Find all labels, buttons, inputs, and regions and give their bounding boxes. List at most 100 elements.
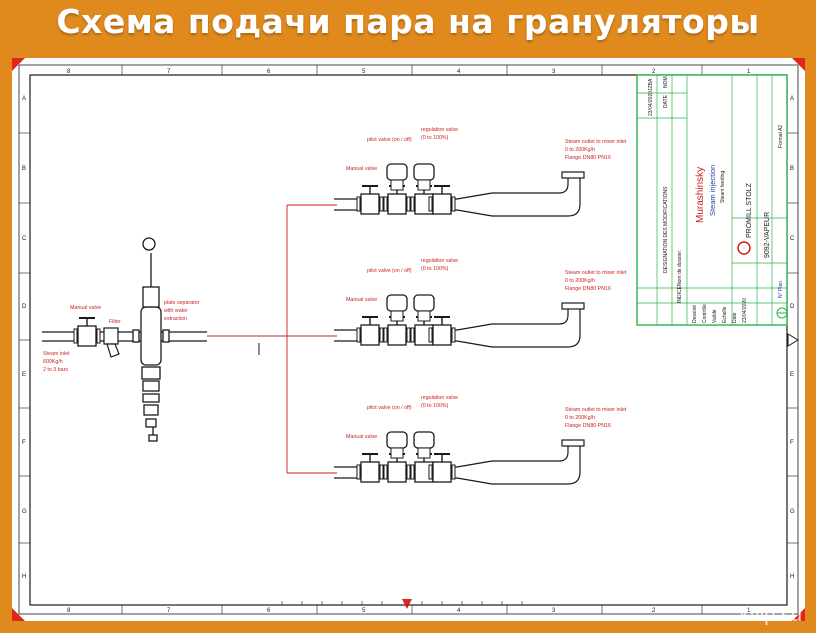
revision-index: A: [648, 78, 654, 82]
format-label: Format A2: [778, 125, 784, 148]
col-label-bottom: 8: [67, 608, 71, 614]
checked-label: Contrôlé: [702, 304, 708, 323]
center-marker-right: [787, 333, 799, 347]
regulation-valve-label: regulation valve: [421, 258, 458, 264]
revision-date: 23/04/2020: [648, 91, 654, 116]
column-ticks: [121, 65, 703, 614]
col-label-top: 1: [747, 69, 751, 75]
plan-label: N° Plan: [778, 281, 784, 298]
drawing-sheet: 8 7 6 5 4 3 2 1 8 7 6 5 4 3 2 1 A B: [12, 58, 805, 621]
steam-outlet-flow: 0 to 200Kg/h: [565, 147, 595, 153]
row-label-left: H: [22, 574, 26, 580]
row-label-right: B: [790, 166, 794, 172]
steam-inlet-pressure: 2 to 3 bars: [43, 367, 68, 373]
col-label-bottom: 5: [362, 608, 366, 614]
col-label-top: 3: [552, 69, 556, 75]
row-label-right: E: [790, 372, 794, 378]
index-header: INDICE: [677, 285, 683, 303]
steam-outlet-flange: Flange DN80 PN16: [565, 286, 611, 292]
inlet-manual-valve: [73, 317, 101, 347]
date-header: DATE: [663, 94, 669, 108]
col-label-bottom: 6: [267, 608, 271, 614]
pilot-valve-label: pilot valve (on / off): [367, 405, 412, 411]
row-label-right: C: [790, 236, 795, 242]
steam-outlet-label: Steam outlet to mixer inlet: [565, 139, 627, 145]
validated-label: Validé: [712, 309, 718, 323]
inlet-filter: [103, 327, 120, 358]
steam-branch-1: Manual valve pilot valve (on / off) regu…: [334, 127, 627, 217]
col-label-top: 2: [652, 69, 656, 75]
row-label-left: E: [22, 372, 26, 378]
name-header: NOM: [663, 76, 669, 88]
client-name: Murashinsky: [695, 167, 706, 223]
regulation-range-label: (0 to 100%): [421, 135, 449, 141]
col-label-top: 4: [457, 69, 461, 75]
projection-symbol-icon: [776, 307, 788, 319]
steam-branch-3: Manual valve pilot valve (on / off) regu…: [334, 395, 627, 485]
row-label-left: C: [22, 236, 27, 242]
regulation-range-label: (0 to 100%): [421, 403, 449, 409]
date-label: Date: [732, 312, 738, 323]
manual-valve-label: Manual valve: [346, 434, 377, 440]
row-label-right: F: [790, 440, 794, 446]
corner-marker-top-left: [12, 58, 25, 71]
row-label-left: G: [22, 509, 27, 515]
separator-label-1: plate separator: [164, 300, 200, 306]
row-label-right: H: [790, 574, 794, 580]
row-label-right: D: [790, 304, 795, 310]
corner-marker-bottom-left: [12, 608, 25, 621]
col-label-bottom: 3: [552, 608, 556, 614]
separator-label-3: extraction: [164, 316, 187, 322]
row-ticks: [19, 132, 798, 544]
main-steam-line: [42, 331, 207, 342]
manual-valve-label: Manual valve: [346, 297, 377, 303]
filter-label: Filter: [109, 319, 121, 325]
scale-bar: [272, 601, 532, 606]
page-title: Схема подачи пара на грануляторы: [56, 2, 760, 41]
steam-outlet-label: Steam outlet to mixer inlet: [565, 270, 627, 276]
row-label-left: B: [22, 166, 26, 172]
project-subtitle: Steam feeding: [720, 171, 726, 203]
col-label-bottom: 7: [167, 608, 171, 614]
drawn-label: Dessiné: [692, 305, 698, 323]
pilot-valve-label: pilot valve (on / off): [367, 268, 412, 274]
inlet-manual-valve-label: Manual valve: [70, 305, 101, 311]
corner-marker-top-right: [792, 58, 805, 71]
row-label-right: A: [790, 96, 794, 102]
pilot-valve-label: pilot valve (on / off): [367, 137, 412, 143]
company-name: PROMILL STOLZ: [746, 182, 753, 238]
col-label-top: 8: [67, 69, 71, 75]
corner-marker-bottom-right: [792, 608, 805, 621]
header-distribution: [286, 204, 337, 474]
center-marker-bottom: [402, 599, 412, 609]
regulation-valve-label: regulation valve: [421, 395, 458, 401]
folder-name-label: Nom de dossier:: [677, 250, 683, 286]
title-block: DESIGNATION DES MODIFICATIONS DATE NOM I…: [636, 74, 788, 326]
title-block-date: 23/04/2020: [742, 298, 748, 323]
separator-label-2: with water: [164, 308, 188, 314]
row-label-right: G: [790, 509, 795, 515]
steam-inlet-label: Steam inlet: [43, 351, 70, 357]
steam-branch-2: Manual valve pilot valve (on / off) regu…: [334, 258, 627, 348]
steam-outlet-flow: 0 to 200Kg/h: [565, 415, 595, 421]
project-name: Steam injection: [708, 165, 717, 216]
scale-label: Echelle: [722, 306, 728, 323]
col-label-bottom: 2: [652, 608, 656, 614]
steam-outlet-flange: Flange DN80 PN16: [565, 155, 611, 161]
steam-outlet-flange: Flange DN80 PN16: [565, 423, 611, 429]
steam-outlet-label: Steam outlet to mixer inlet: [565, 407, 627, 413]
drawing-number: 9092-VAPEUR: [764, 212, 771, 258]
regulation-valve-label: regulation valve: [421, 127, 458, 133]
col-label-top: 6: [267, 69, 271, 75]
steam-outlet-flow: 0 to 200Kg/h: [565, 278, 595, 284]
manual-valve-label: Manual valve: [346, 166, 377, 172]
col-label-bottom: 1: [747, 608, 751, 614]
steam-inlet-flow: 600Kg/h: [43, 359, 63, 365]
revision-author: JZB: [648, 81, 654, 91]
plate-separator: [132, 237, 170, 442]
col-label-top: 5: [362, 69, 366, 75]
row-label-left: F: [22, 440, 26, 446]
col-label-bottom: 4: [457, 608, 461, 614]
col-label-top: 7: [167, 69, 171, 75]
